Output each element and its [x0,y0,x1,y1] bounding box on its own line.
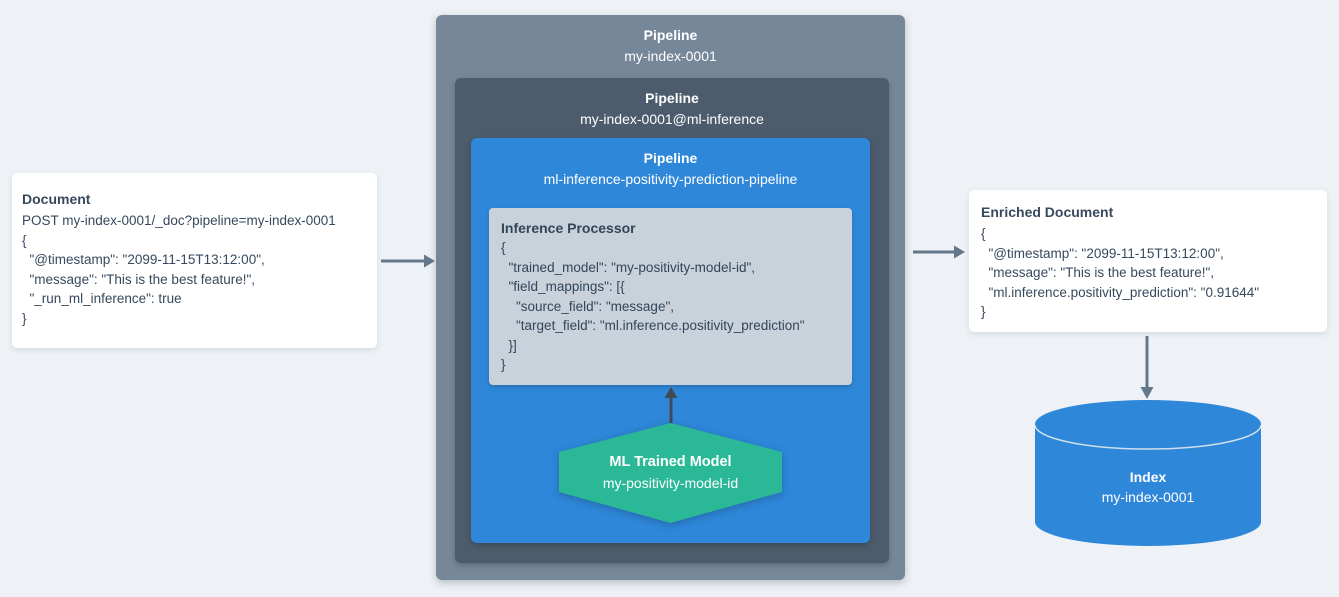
inference-processor-box: Inference Processor { "trained_model": "… [489,208,852,385]
processor-code-line: }] [501,337,517,353]
index-title: Index [1129,469,1167,485]
arrow-up-icon [664,387,678,424]
document-code-line: "@timestamp": "2099-11-15T13:12:00", [22,252,265,267]
inference-processor-title: Inference Processor [501,220,636,236]
enriched-document-title: Enriched Document [981,204,1114,220]
arrow-down-icon [1140,336,1154,399]
pipeline-ml-inference-title: Pipeline [645,90,699,106]
ml-trained-model-title: ML Trained Model [609,454,732,470]
processor-code-line: "source_field": "message", [501,298,674,314]
processor-code-line: "target_field": "ml.inference.positivity… [501,318,805,333]
pipeline-prediction-name: ml-inference-positivity-prediction-pipel… [543,171,798,187]
arrow-right-icon [381,254,435,268]
ml-trained-model-name: my-positivity-model-id [602,475,739,491]
document-card: Document POST my-index-0001/_doc?pipelin… [12,173,377,348]
document-code-line: POST my-index-0001/_doc?pipeline=my-inde… [22,213,336,228]
enriched-code-line: "ml.inference.positivity_prediction": "0… [981,284,1260,300]
pipeline-outer-title: Pipeline [643,27,698,43]
enriched-document-card: Enriched Document { "@timestamp": "2099-… [969,190,1327,332]
document-code-line: "message": "This is the best feature!", [22,271,256,287]
index-cylinder-icon [1034,400,1262,546]
hexagon-shape: ML Trained Model my-positivity-model-id [559,423,782,523]
pipeline-outer-name: my-index-0001 [624,48,717,64]
pipeline-prediction-title: Pipeline [643,150,698,166]
document-code-line: { [22,232,27,248]
enriched-code-line: } [981,304,986,319]
ml-trained-model-hexagon: ML Trained Model my-positivity-model-id [559,423,782,523]
enriched-code-line: "@timestamp": "2099-11-15T13:12:00", [981,245,1224,261]
processor-code-line: "field_mappings": [{ [501,279,625,294]
enriched-code-line: { [981,226,986,241]
enriched-code-line: "message": "This is the best feature!", [981,265,1215,280]
document-code-line: "_run_ml_inference": true [22,291,182,306]
index-label: Index my-index-0001 [1033,467,1263,507]
document-card-title: Document [22,191,91,207]
index-name: my-index-0001 [1101,489,1195,505]
processor-code-line: } [501,357,506,372]
processor-code-line: { [501,240,506,255]
arrow-right-icon [913,245,965,259]
document-code-line: } [22,310,27,326]
pipeline-ml-inference-name: my-index-0001@ml-inference [580,111,764,127]
processor-code-line: "trained_model": "my-positivity-model-id… [501,259,756,275]
